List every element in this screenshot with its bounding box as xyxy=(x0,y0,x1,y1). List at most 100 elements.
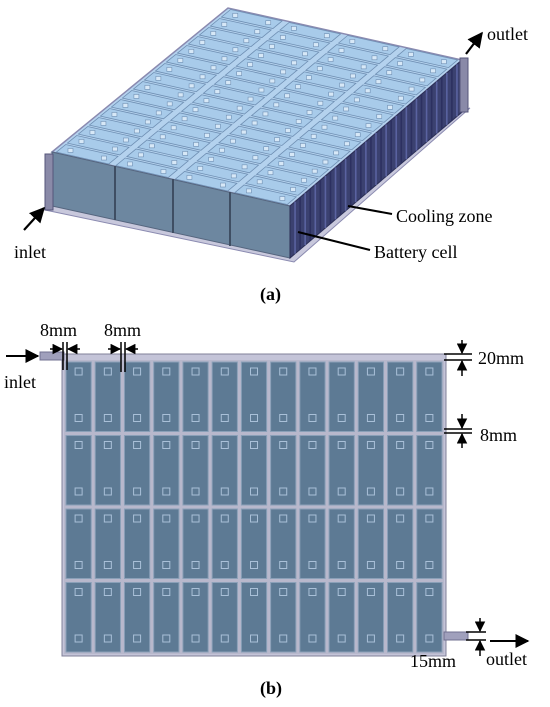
plan-cell xyxy=(211,508,238,579)
cell-terminal xyxy=(364,88,371,94)
cell-terminal xyxy=(310,133,317,139)
dim-15mm xyxy=(466,618,486,656)
cell-terminal xyxy=(360,64,367,70)
cell-terminal xyxy=(365,123,372,128)
cell-terminal xyxy=(419,77,426,83)
cell-terminal xyxy=(177,58,184,63)
cell-terminal xyxy=(430,68,436,74)
cell-terminal xyxy=(311,168,318,174)
cell-terminal xyxy=(197,166,204,171)
cell-terminal xyxy=(441,59,447,65)
cell-terminal xyxy=(302,51,308,57)
cell-terminal xyxy=(246,188,252,194)
cell-terminal xyxy=(221,56,228,62)
cell-terminal xyxy=(232,13,239,18)
plan-cell xyxy=(211,361,238,432)
front-module-dividers xyxy=(114,166,231,246)
plan-cell xyxy=(123,361,151,432)
plan-cell xyxy=(94,361,121,432)
cell-terminal xyxy=(159,134,166,140)
plan-cell xyxy=(328,361,355,432)
cooling-zone-label: Cooling zone xyxy=(396,206,493,226)
battery-cell-label: Battery cell xyxy=(374,242,457,262)
cell-terminal xyxy=(317,100,324,106)
cell-terminal xyxy=(252,155,259,161)
cell-terminal xyxy=(256,179,263,185)
cell-terminal xyxy=(295,119,302,124)
cell-terminal xyxy=(199,74,206,80)
cell-terminal xyxy=(278,161,285,166)
plan-cell xyxy=(65,361,92,432)
plan-cell xyxy=(416,508,443,579)
cell-terminal xyxy=(230,138,236,144)
cell-terminal xyxy=(170,125,177,131)
cell-terminal xyxy=(166,101,173,107)
cell-terminal xyxy=(144,85,151,90)
cell-terminal xyxy=(338,48,345,53)
plan-cell xyxy=(123,508,151,579)
cell-terminal xyxy=(397,95,404,101)
cell-terminal xyxy=(171,160,178,165)
plan-cell xyxy=(182,435,209,506)
cell-terminal xyxy=(215,123,221,129)
cell-terminal xyxy=(280,35,286,40)
cell-terminal xyxy=(188,83,195,89)
panel-a-caption: (a) xyxy=(260,284,281,305)
plan-cell xyxy=(357,361,385,432)
cell-terminal xyxy=(284,93,290,99)
dim-8mm-left-label: 8mm xyxy=(40,320,77,340)
cell-terminal xyxy=(375,79,382,84)
plan-cell xyxy=(387,361,414,432)
cell-terminal xyxy=(285,128,291,133)
cell-terminal xyxy=(144,119,151,125)
inlet-label-b: inlet xyxy=(4,372,36,392)
cell-terminal xyxy=(155,76,162,81)
cell-terminal xyxy=(208,156,214,162)
cell-terminal xyxy=(306,75,312,80)
cell-terminal xyxy=(160,169,167,174)
plan-cell xyxy=(211,582,238,653)
cell-terminal xyxy=(230,173,237,179)
dim-20mm xyxy=(444,340,472,376)
top-cell-grid xyxy=(55,9,459,205)
cell-terminal xyxy=(327,57,334,62)
cell-terminal xyxy=(220,182,226,188)
cell-terminal xyxy=(280,69,287,75)
cell-terminal xyxy=(247,96,254,102)
cell-terminal xyxy=(111,112,118,117)
plan-cell xyxy=(270,361,297,432)
cell-terminal xyxy=(203,98,210,103)
panel-a-3d-view: outlet inlet Cooling zone Battery cell (… xyxy=(14,7,528,305)
cell-terminal xyxy=(122,103,129,108)
outlet-label-b: outlet xyxy=(486,649,527,669)
plan-cell xyxy=(94,508,121,579)
cell-terminal xyxy=(279,196,286,201)
cell-terminal xyxy=(295,84,301,90)
cell-terminal xyxy=(188,49,195,54)
cell-terminal xyxy=(269,78,276,84)
dim-15mm-label: 15mm xyxy=(410,651,456,671)
cooling-zone-stripes xyxy=(294,64,458,254)
cell-terminal xyxy=(386,70,393,75)
plan-cell xyxy=(240,508,268,579)
outlet-manifold xyxy=(459,57,469,113)
cell-terminal xyxy=(193,142,199,147)
cell-terminal xyxy=(214,89,221,94)
plan-cell xyxy=(387,582,414,653)
inlet-label-a: inlet xyxy=(14,242,46,262)
plan-cell xyxy=(270,435,297,506)
cell-terminal xyxy=(133,94,140,99)
outlet-pipe xyxy=(443,631,469,641)
plan-cell xyxy=(153,435,180,506)
cell-terminal xyxy=(232,47,239,53)
cell-terminal xyxy=(354,132,361,137)
plan-cell xyxy=(328,582,355,653)
cell-terminal xyxy=(240,129,247,135)
cell-terminal xyxy=(182,151,189,156)
inlet-manifold xyxy=(44,153,54,211)
plan-cell xyxy=(270,508,297,579)
outlet-arrow xyxy=(465,31,483,55)
dim-8mm-left xyxy=(50,342,80,370)
cell-terminal xyxy=(408,52,414,57)
